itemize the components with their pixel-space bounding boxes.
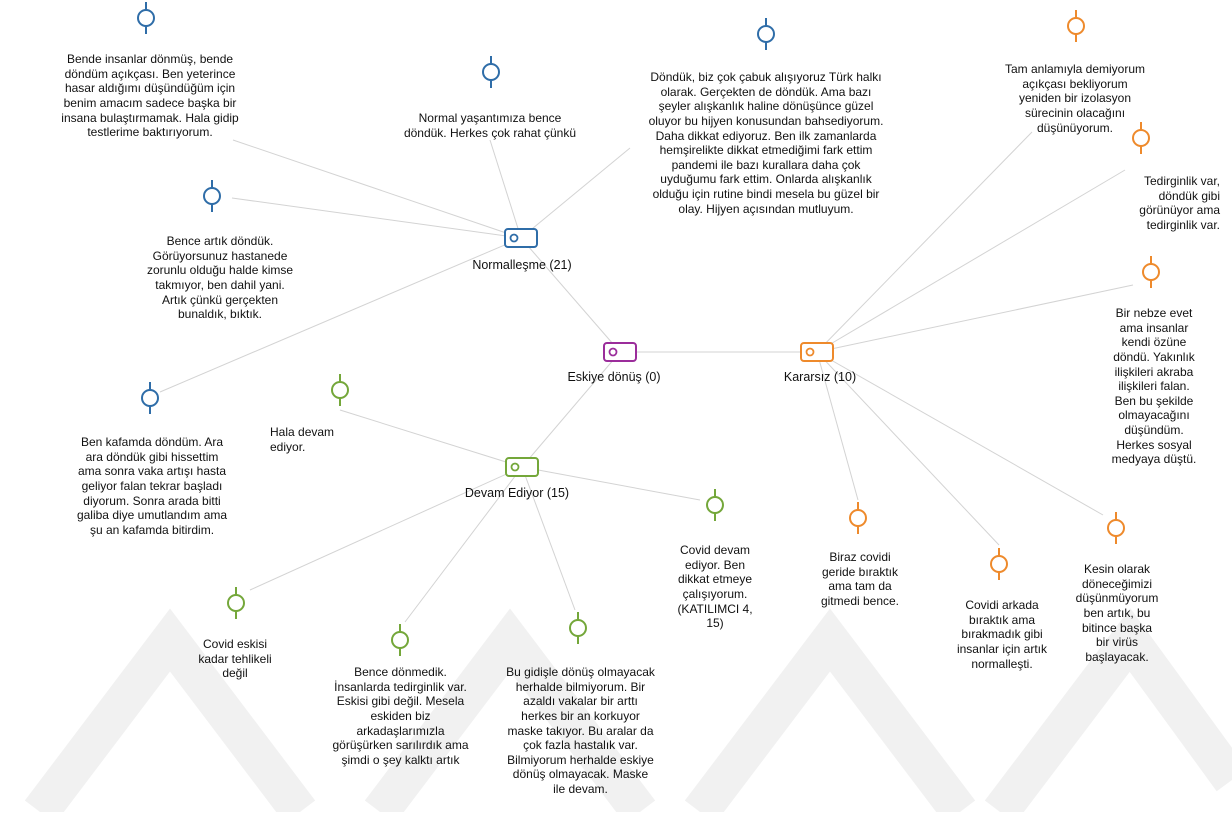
link-normal-quote-2: [489, 139, 522, 239]
link-kararsiz-quote-9: [816, 351, 859, 501]
quote-devam-5: Bu gidişle dönüş olmayacak herhalde bilm…: [506, 665, 655, 796]
hub-label-kararsiz: Kararsız (10): [783, 370, 857, 384]
hub-label-eskiye-donus: Eskiye dönüş (0): [567, 370, 661, 384]
quote-normal-2: Normal yaşantımıza bence döndük. Herkes …: [403, 111, 577, 140]
quote-devam-2: Covid devam ediyor. Ben dikkat etmeye ça…: [677, 543, 753, 631]
quote-kararsiz-6: Kesin olarak döneceğimizi düşünmüyorum b…: [1075, 562, 1159, 664]
quote-kararsiz-4: Biraz covidi geride bıraktık ama tam da …: [820, 550, 900, 608]
quote-normal-3: Döndük, biz çok çabuk alışıyoruz Türk ha…: [648, 70, 884, 216]
quote-normal-1: Bende insanlar dönmüş, bende döndüm açık…: [61, 52, 239, 140]
quote-devam-4: Bence dönmedik. İnsanlarda tedirginlik v…: [332, 665, 469, 767]
quote-kararsiz-2: Tedirginlik var, döndük gibi görünüyor a…: [1139, 174, 1220, 232]
link-kararsiz-quote-10: [816, 351, 1000, 546]
link-devam-quote-12: [339, 409, 523, 468]
hub-devam-tag-icon: [505, 457, 539, 477]
quote-devam-3: Covid eskisi kadar tehlikeli değil: [198, 637, 272, 681]
quote-pin-icon: [1132, 122, 1150, 154]
link-normal-eskiye: [520, 237, 621, 353]
link-devam-quote-16: [521, 466, 576, 611]
quote-normal-4: Bence artık döndük. Görüyorsunuz hastane…: [146, 234, 294, 322]
quote-kararsiz-3: Bir nebze evet ama insanlar kendi özüne …: [1111, 306, 1197, 467]
link-kararsiz-quote-7: [816, 169, 1126, 353]
hub-label-normallesme: Normalleşme (21): [472, 258, 572, 272]
link-devam-quote-15: [404, 466, 523, 623]
quote-pin-icon: [990, 548, 1008, 580]
link-normal-quote-3: [520, 147, 631, 239]
quote-pin-icon: [757, 18, 775, 50]
link-normal-quote-4: [231, 197, 522, 239]
quote-pin-icon: [1107, 512, 1125, 544]
quote-pin-icon: [391, 624, 409, 656]
link-kararsiz-quote-6: [816, 131, 1033, 353]
link-eskiye-devam: [521, 351, 621, 468]
quote-pin-icon: [1142, 256, 1160, 288]
link-devam-quote-13: [521, 466, 701, 501]
quote-kararsiz-5: Covidi arkada bıraktık ama bırakmadık gi…: [956, 598, 1048, 671]
quote-pin-icon: [482, 56, 500, 88]
quote-pin-icon: [137, 2, 155, 34]
quote-pin-icon: [331, 374, 349, 406]
quote-normal-5: Ben kafamda döndüm. Ara ara döndük gibi …: [76, 435, 228, 537]
hub-eskiye-tag-icon: [603, 342, 637, 362]
link-devam-quote-14: [249, 466, 523, 591]
quote-devam-1: Hala devam ediyor.: [270, 425, 335, 454]
hub-label-devam-ediyor: Devam Ediyor (15): [464, 486, 570, 500]
quote-kararsiz-1: Tam anlamıyla demiyorum açıkçası bekliyo…: [1004, 62, 1146, 135]
quote-pin-icon: [227, 587, 245, 619]
hub-normal-tag-icon: [504, 228, 538, 248]
link-kararsiz-quote-8: [816, 284, 1134, 353]
link-kararsiz-quote-11: [816, 351, 1104, 516]
hub-kararsiz-tag-icon: [800, 342, 834, 362]
quote-pin-icon: [141, 382, 159, 414]
link-normal-quote-5: [159, 237, 522, 393]
link-normal-quote-1: [232, 139, 522, 239]
quote-pin-icon: [203, 180, 221, 212]
quote-pin-icon: [849, 502, 867, 534]
quote-pin-icon: [569, 612, 587, 644]
quote-pin-icon: [706, 489, 724, 521]
quote-pin-icon: [1067, 10, 1085, 42]
